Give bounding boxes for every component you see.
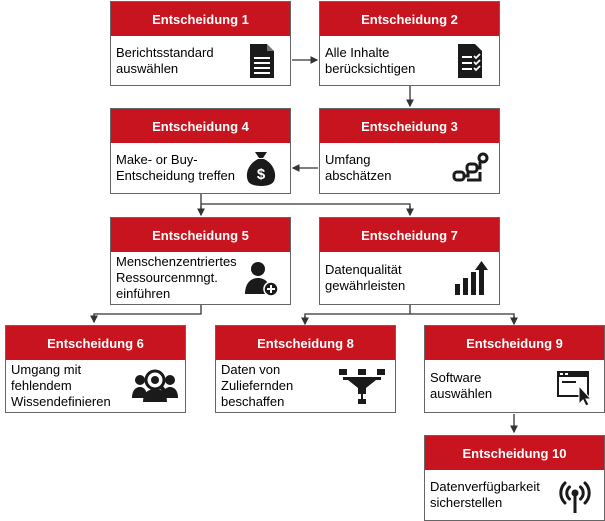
decision-title: Entscheidung 1	[111, 2, 290, 36]
decision-title: Entscheidung 4	[111, 109, 290, 143]
hierarchy-icon	[339, 369, 385, 404]
decision-text: Alle Inhalte berücksichtigen	[325, 44, 416, 76]
decision-text: Umgang mit fehlendem Wissendefinieren	[11, 362, 111, 409]
decision-title: Entscheidung 2	[320, 2, 499, 36]
decision-title: Entscheidung 8	[216, 326, 395, 360]
decision-box-3: Entscheidung 3 Umfang abschätzen	[319, 108, 500, 194]
browser-cursor-icon	[557, 371, 593, 406]
decision-box-7: Entscheidung 7 Datenqualität gewährleist…	[319, 217, 500, 305]
decision-text: Daten von Zuliefernden beschaffen	[221, 362, 294, 409]
connector-7-8-9	[304, 305, 515, 322]
decision-box-9: Entscheidung 9 Software auswählen	[424, 325, 605, 413]
svg-text:$: $	[257, 166, 266, 183]
decision-text: Menschenzentriertes Ressourcenmngt. einf…	[116, 254, 237, 301]
decision-box-6: Entscheidung 6 Umgang mit fehlendem Wiss…	[5, 325, 186, 413]
connector-4-5-7	[200, 194, 411, 214]
decision-text: Umfang abschätzen	[325, 152, 392, 183]
checklist-icon	[458, 43, 482, 78]
add-user-icon	[245, 262, 279, 297]
decision-box-8: Entscheidung 8 Daten von Zuliefernden be…	[215, 325, 396, 413]
decision-text: Datenqualität gewährleisten	[325, 262, 406, 293]
decision-title: Entscheidung 6	[6, 326, 185, 360]
decision-box-1: Entscheidung 1 Berichtsstandard auswähle…	[110, 1, 291, 86]
group-search-icon	[132, 369, 178, 402]
growth-chart-icon	[455, 261, 488, 295]
broadcast-icon	[559, 481, 591, 513]
decision-box-10: Entscheidung 10 Datenverfügbarkeit siche…	[424, 435, 605, 521]
decision-box-5: Entscheidung 5 Menschenzentriertes Resso…	[110, 217, 291, 305]
money-bag-icon: $	[246, 152, 276, 186]
decision-box-2: Entscheidung 2 Alle Inhalte berücksichti…	[319, 1, 500, 86]
decision-title: Entscheidung 5	[111, 218, 290, 252]
decision-text: Software auswählen	[430, 370, 493, 401]
decision-title: Entscheidung 10	[425, 436, 604, 470]
document-icon	[250, 43, 274, 78]
decision-title: Entscheidung 3	[320, 109, 499, 143]
decision-title: Entscheidung 9	[425, 326, 604, 360]
decision-text: Datenverfügbarkeit sicherstellen	[430, 479, 540, 510]
decision-title: Entscheidung 7	[320, 218, 499, 252]
decision-text: Berichtsstandard auswählen	[116, 44, 214, 76]
connector-5-6	[90, 305, 202, 324]
decision-text: Make- or Buy- Entscheidung treffen	[116, 152, 236, 183]
decision-box-4: Entscheidung 4 Make- or Buy- Entscheidun…	[110, 108, 291, 194]
flowchart-icon	[452, 152, 489, 182]
